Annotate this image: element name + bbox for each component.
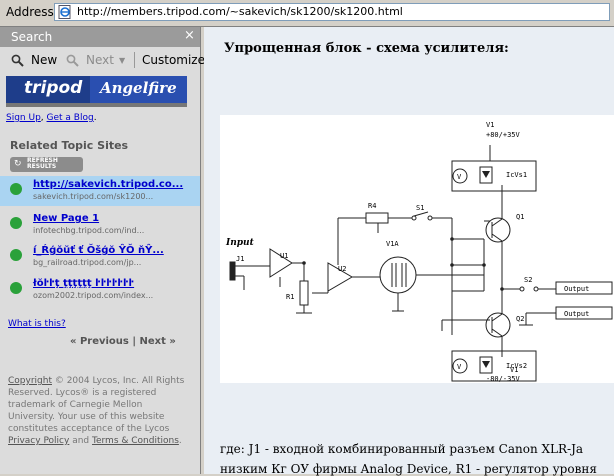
result-icon	[10, 183, 22, 195]
result-item[interactable]: New Page 1 infotechbg.tripod.com/ind...	[0, 210, 200, 240]
privacy-policy-link[interactable]: Privacy Policy	[8, 436, 70, 446]
next-link[interactable]: Next »	[139, 336, 176, 347]
related-topics-title: Related Topic Sites	[10, 139, 129, 152]
result-title[interactable]: í_Ŕģŏŭť ť Ŏšģŏ ŶŎ ňŶ...	[33, 245, 164, 256]
sidebar-toolbar: New Next ▼ Customize	[0, 49, 205, 71]
close-icon[interactable]: ×	[184, 28, 195, 43]
ie-page-icon	[58, 5, 71, 19]
sidebar-header: Search ×	[0, 27, 200, 47]
j1-label: J1	[236, 255, 244, 263]
icvs2-label: IcVs2	[506, 362, 527, 370]
previous-link[interactable]: « Previous	[70, 336, 129, 347]
next-search-button[interactable]: Next	[86, 53, 114, 67]
output1-label: Output	[564, 285, 589, 293]
next-dropdown-icon[interactable]: ▼	[119, 56, 126, 65]
result-title[interactable]: http://sakevich.tripod.co...	[33, 179, 184, 190]
refresh-icon: ↻	[14, 159, 22, 169]
angelfire-logo: Angelfire	[90, 76, 187, 103]
description-line-1: где: J1 - входной комбинированный разъем…	[220, 442, 584, 456]
what-is-this-wrap: What is this?	[8, 319, 66, 329]
angelfire-logo-text: Angelfire	[100, 79, 177, 97]
tripod-logo-text: tripod	[24, 78, 83, 98]
sidebar-title: Search	[11, 30, 53, 44]
result-item[interactable]: łŏŀŀţ ţţţţţţ ŀŀŀŀŀŀŀ ozom2002.tripod.com…	[0, 275, 200, 305]
r1-label: R1	[286, 293, 294, 301]
copyright-notice: Copyright © 2004 Lycos, Inc. All Rights …	[8, 376, 185, 446]
result-url: infotechbg.tripod.com/ind...	[33, 226, 145, 235]
address-url: http://members.tripod.com/~sakevich/sk12…	[77, 5, 403, 18]
schematic-drawing: Input J1 U1 U2 R1 R4 S1 V1A Q1 Q2 S2 V1 …	[225, 121, 613, 383]
web-page: Упрощенная блок - схема усилителя:	[204, 27, 614, 476]
customize-button[interactable]: Customize	[142, 53, 205, 67]
v1-top-label: V1	[486, 121, 494, 129]
what-is-this-link[interactable]: What is this?	[8, 319, 66, 329]
result-icon	[10, 217, 22, 229]
output2-label: Output	[564, 310, 589, 318]
amplifier-schematic: Input J1 U1 U2 R1 R4 S1 V1A Q1 Q2 S2 V1 …	[220, 115, 614, 383]
description-line-2: низким Кг ОУ фирмы Analog Device, R1 - р…	[220, 462, 597, 476]
q1-label: Q1	[516, 213, 524, 221]
vsource-bottom-glyph: V	[457, 363, 462, 371]
address-bar: Address http://members.tripod.com/~sakev…	[0, 0, 614, 27]
result-item[interactable]: http://sakevich.tripod.co... sakevich.tr…	[0, 176, 200, 206]
result-url: sakevich.tripod.com/sk1200...	[33, 192, 154, 201]
v1-bottom-label: V1	[510, 366, 518, 374]
result-item[interactable]: í_Ŕģŏŭť ť Ŏšģŏ ŶŎ ňŶ... bg_railroad.trip…	[0, 242, 200, 272]
input-label: Input	[225, 238, 255, 248]
s2-label: S2	[524, 276, 532, 284]
result-url: ozom2002.tripod.com/index...	[33, 291, 154, 300]
terms-link[interactable]: Terms & Conditions	[92, 436, 179, 446]
logo-strip	[6, 103, 187, 107]
sign-up-link[interactable]: Sign Up	[6, 113, 41, 123]
pager-separator: |	[132, 336, 137, 347]
tripod-logo: tripod	[6, 76, 86, 103]
result-title[interactable]: łŏŀŀţ ţţţţţţ ŀŀŀŀŀŀŀ	[33, 278, 135, 289]
get-blog-link[interactable]: Get a Blog	[46, 113, 94, 123]
u2-label: U2	[338, 265, 346, 273]
tripod-angelfire-logo[interactable]: tripod Angelfire	[6, 76, 187, 107]
result-url: bg_railroad.tripod.com/jp...	[33, 258, 142, 267]
vsource-top-glyph: V	[457, 173, 462, 181]
icvs1-label: IcVs1	[506, 171, 527, 179]
signup-links: Sign Up, Get a Blog.	[6, 113, 97, 123]
u1-label: U1	[280, 252, 288, 260]
next-search-icon[interactable]	[66, 54, 80, 67]
q2-label: Q2	[516, 315, 524, 323]
supply-bottom-label: -80/-35V	[486, 375, 521, 383]
s1-label: S1	[416, 204, 424, 212]
address-label: Address	[6, 5, 54, 19]
new-search-icon[interactable]	[11, 54, 25, 67]
result-icon	[10, 249, 22, 261]
result-icon	[10, 282, 22, 294]
v1a-label: V1A	[386, 240, 399, 248]
pager: « Previous | Next »	[70, 336, 176, 347]
copyright-link[interactable]: Copyright	[8, 376, 52, 386]
page-heading: Упрощенная блок - схема усилителя:	[224, 41, 509, 56]
new-search-button[interactable]: New	[31, 53, 58, 67]
search-sidebar: Search × New Next ▼ Customize tripod Ang…	[0, 27, 205, 474]
result-title[interactable]: New Page 1	[33, 213, 100, 224]
supply-top-label: +80/+35V	[486, 131, 521, 139]
toolbar-separator	[134, 52, 135, 68]
address-input[interactable]: http://members.tripod.com/~sakevich/sk12…	[54, 3, 610, 21]
r4-label: R4	[368, 202, 376, 210]
